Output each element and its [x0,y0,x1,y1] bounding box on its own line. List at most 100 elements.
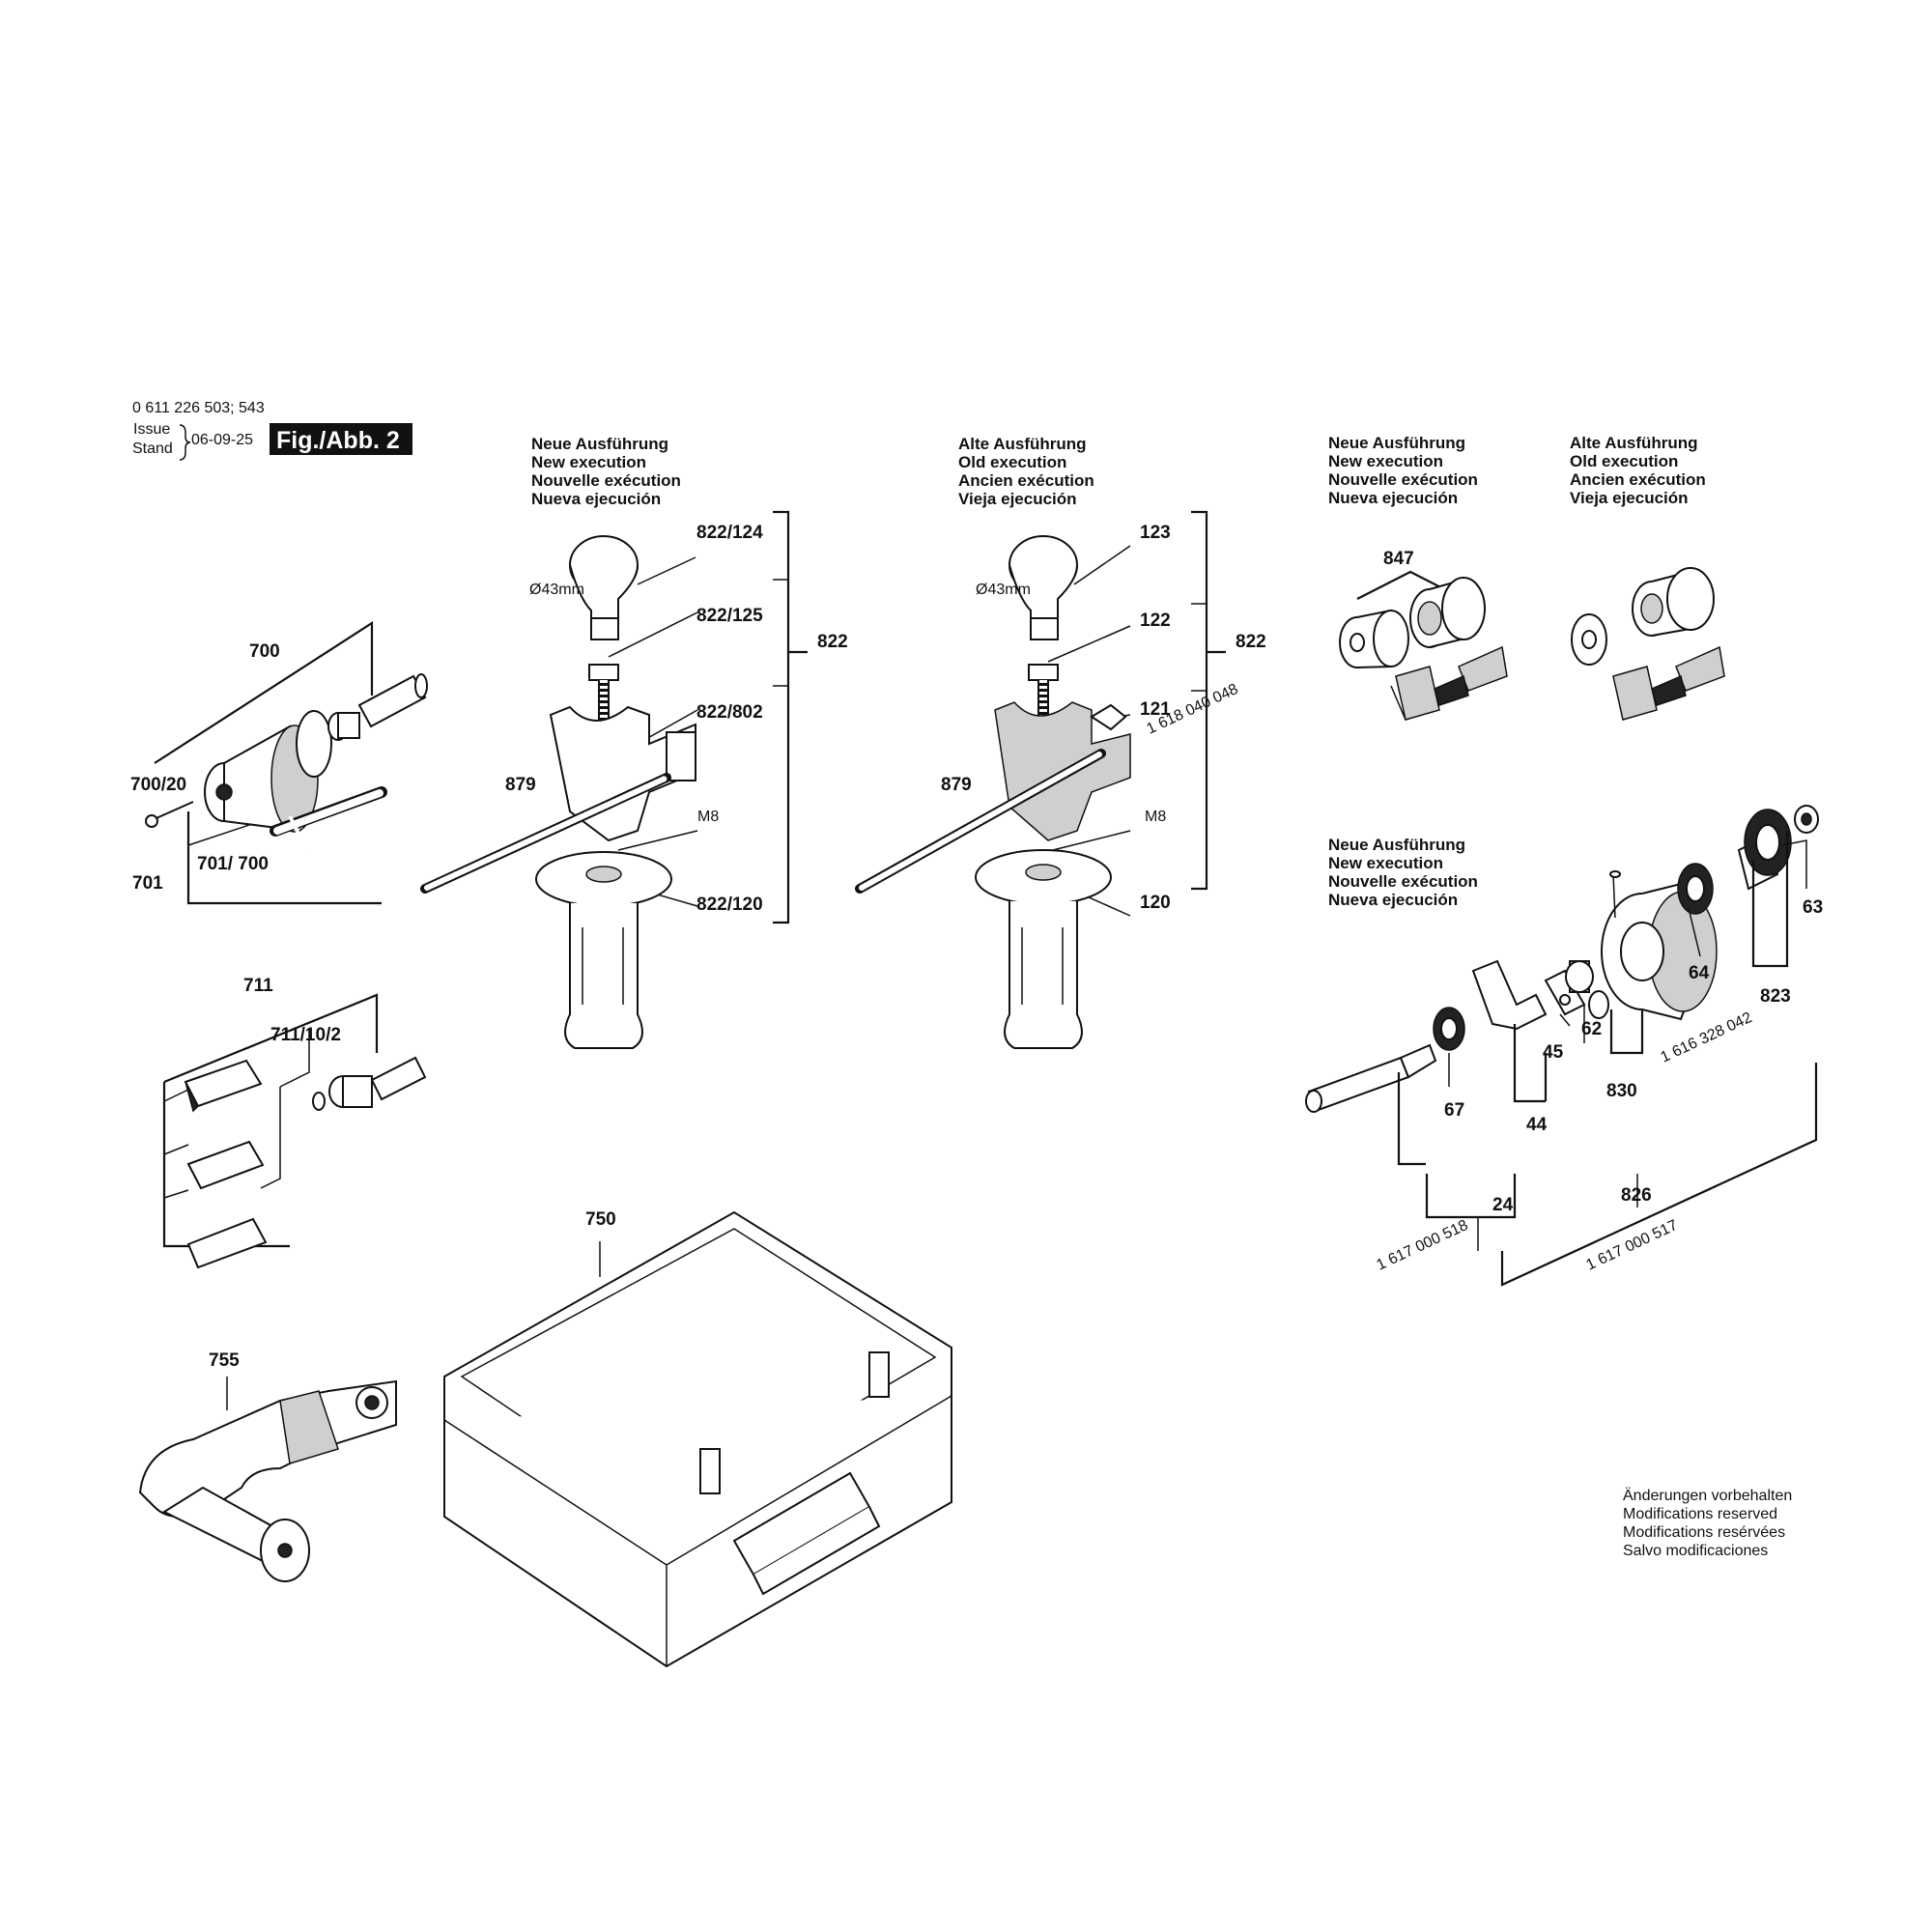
handle-collar [549,705,696,842]
svg-text:Nueva ejecución: Nueva ejecución [1328,489,1458,507]
label-879-old: 879 [941,775,972,795]
bit-2 [186,1140,265,1190]
svg-text:Neue Ausführung: Neue Ausführung [531,435,668,453]
label-122: 122 [1140,611,1171,631]
svg-text:Nouvelle exécution: Nouvelle exécution [1328,872,1478,891]
label-822-124: 822/124 [696,523,763,543]
bit-3 [186,1217,268,1269]
bearing-small-new [1339,609,1409,668]
header: 0 611 226 503; 543 Issue Stand 06-09-25 … [132,400,412,461]
figure-badge [270,423,412,455]
bit-1 [184,1059,263,1113]
label-879-new: 879 [505,775,536,795]
gear-823 [1737,809,1792,891]
leader-700 [154,620,374,764]
label-755: 755 [209,1350,240,1371]
svg-text:Nouvelle exécution: Nouvelle exécution [531,471,681,490]
svg-text:Nouvelle exécution: Nouvelle exécution [1328,470,1478,489]
bit-holder [328,1056,427,1108]
dia-43-old: Ø43mm [976,582,1031,598]
issue-label: Issue [133,421,170,438]
brace [179,424,191,461]
handle-grip-old [975,849,1112,1049]
label-64: 64 [1689,963,1710,983]
stand-label: Stand [132,440,173,457]
svg-text:Vieja ejecución: Vieja ejecución [1570,489,1689,507]
drill-chuck [204,710,332,833]
clamp-band-old [1009,535,1078,640]
label-24: 24 [1492,1195,1514,1215]
bracket-45 [1471,959,1586,1031]
svg-text:Salvo modificaciones: Salvo modificaciones [1623,1543,1768,1559]
bearing-62 [1565,960,1594,993]
label-63: 63 [1803,897,1823,918]
chuck-key [270,786,387,851]
aux-handle-old: 123 122 121 120 822 879 Ø43mm M8 1 618 0… [855,510,1266,1049]
part-numbers: 0 611 226 503; 543 [132,400,265,416]
label-44: 44 [1526,1115,1548,1135]
caption-new-3: Neue Ausführung New execution Nouvelle e… [1328,836,1478,909]
label-822-new: 822 [817,632,848,652]
svg-text:Ancien exécution: Ancien exécution [958,471,1094,490]
issue-date: 06-09-25 [191,432,253,448]
pin [1588,990,1609,1019]
code-24: 1 617 000 518 [1375,1217,1471,1274]
caption-old-2: Alte Ausführung Old execution Ancien exé… [1570,434,1706,507]
m8-new: M8 [697,809,719,825]
label-826: 826 [1621,1185,1652,1206]
dia-43-new: Ø43mm [529,582,584,598]
svg-text:Nueva ejecución: Nueva ejecución [531,490,661,508]
label-822-802: 822/802 [696,702,763,723]
clamp-band [569,535,639,640]
clamp-bolt [588,664,619,681]
aux-handle-new: 822/124 822/125 822 822/802 822/120 879 … [420,510,848,1049]
svg-text:Nueva ejecución: Nueva ejecución [1328,891,1458,909]
label-711: 711 [243,976,273,996]
label-847: 847 [1383,549,1414,569]
label-700-20: 700/20 [130,775,186,795]
seal-67 [1433,1007,1465,1051]
handle-grip [535,851,672,1049]
label-830: 830 [1606,1081,1637,1101]
case-handle[interactable] [732,1471,881,1596]
gear-housing-830 [1601,870,1718,1021]
label-67: 67 [1444,1100,1464,1121]
svg-text:Old execution: Old execution [958,453,1066,471]
label-62: 62 [1581,1019,1602,1039]
spindle [1305,1043,1437,1113]
bearing-set-old [1571,567,1725,721]
svg-text:New execution: New execution [1328,854,1443,872]
case-latch-right[interactable] [868,1351,890,1398]
svg-text:Änderungen vorbehalten: Änderungen vorbehalten [1623,1487,1792,1504]
label-120: 120 [1140,893,1171,913]
figure-label: Fig./Abb. 2 [276,427,400,454]
label-701: 701 [132,873,163,894]
label-750: 750 [585,1209,616,1230]
caption-old-1: Alte Ausführung Old execution Ancien exé… [958,435,1094,508]
leader-701 [186,811,382,905]
label-711-10-2: 711/10/2 [270,1025,341,1045]
svg-text:New execution: New execution [1328,452,1443,470]
svg-text:Neue Ausführung: Neue Ausführung [1328,836,1465,854]
bearing-set-847-new: 847 [1339,549,1508,721]
svg-text:Ancien exécution: Ancien exécution [1570,470,1706,489]
case-latch-left[interactable] [699,1448,721,1494]
screwdriver-bits-711: 711 711/10/2 [162,976,427,1269]
svg-text:Modifications resérvées: Modifications resérvées [1623,1524,1785,1541]
caption-new-2: Neue Ausführung New execution Nouvelle e… [1328,434,1478,507]
footer-note: Änderungen vorbehalten Modifications res… [1623,1487,1792,1559]
wing-nut[interactable] [1090,703,1127,731]
case-body [443,1396,952,1668]
label-822-old: 822 [1236,632,1266,652]
label-123: 123 [1140,523,1171,543]
carry-case-750: 750 [443,1209,952,1668]
angle-attachment-755: 755 [138,1350,397,1582]
label-700: 700 [249,641,280,662]
label-823: 823 [1760,986,1791,1007]
circlip [312,1092,326,1111]
bushing-63 [1794,805,1819,834]
chuck-adapter [327,673,428,741]
chuck-assembly-700: 700 700/20 701 701/ 700 [130,620,428,905]
svg-text:Neue Ausführung: Neue Ausführung [1328,434,1465,452]
